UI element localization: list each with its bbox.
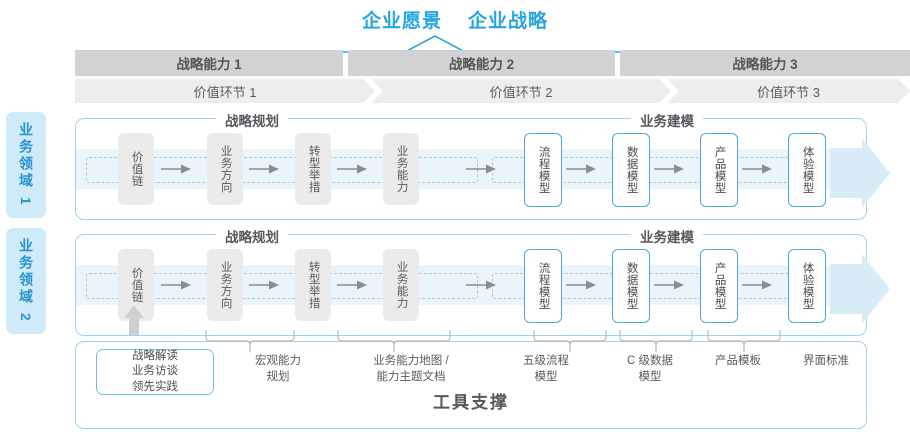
node-business-direction-2[interactable]: 业务方向 <box>207 249 243 321</box>
node-value-chain-2[interactable]: 价值链 <box>118 249 154 321</box>
enterprise-vision-title: 企业愿景 <box>361 10 442 32</box>
row-2-dashed-end <box>832 273 862 299</box>
flow-arrow-icon <box>249 280 279 290</box>
value-link-bar: 价值环节 1 价值环节 2 价值环节 3 <box>75 79 910 103</box>
domain-tab-2[interactable]: 业务领域 2 <box>6 228 46 334</box>
node-transformation-measures-2[interactable]: 转型举措 <box>295 249 331 321</box>
capability-segment-3[interactable]: 战略能力 3 <box>620 50 910 76</box>
flow-arrow-icon <box>654 164 684 174</box>
node-business-direction-1[interactable]: 业务方向 <box>207 133 243 205</box>
domain-row-2: 战略规划 业务建模 价值链 业务方向 转型举措 业务能力 流程模型 数据模型 产… <box>75 226 867 336</box>
node-data-model-1[interactable]: 数据模型 <box>612 133 650 207</box>
node-business-capability-1[interactable]: 业务能力 <box>383 133 419 205</box>
flow-arrow-icon <box>566 164 596 174</box>
row-2-section-strategic-planning: 战略规划 <box>216 226 288 246</box>
node-business-capability-2[interactable]: 业务能力 <box>383 249 419 321</box>
flow-arrow-icon <box>742 164 772 174</box>
row-1-section-business-modeling: 业务建模 <box>631 110 703 130</box>
node-experience-model-2[interactable]: 体验模型 <box>788 249 826 323</box>
tool-chip-strategy-inputs[interactable]: 战略解读 业务访谈 领先实践 <box>96 349 214 395</box>
tool-support-box: 工具支撑 战略解读 业务访谈 领先实践 宏观能力 规划 业务能力地图 / 能力主… <box>75 341 867 429</box>
row-2-dashed-start <box>86 273 122 299</box>
strategic-capability-bar: 战略能力 1 战略能力 2 战略能力 3 <box>75 50 910 76</box>
row-1-dashed-end <box>832 157 862 183</box>
header-titles: 企业愿景 企业战略 <box>0 4 910 34</box>
value-link-segment-3[interactable]: 价值环节 3 <box>667 79 910 103</box>
node-process-model-1[interactable]: 流程模型 <box>524 133 562 207</box>
flow-arrow-icon <box>161 280 191 290</box>
node-product-model-2[interactable]: 产品模型 <box>700 249 738 323</box>
tool-support-title: 工具支撑 <box>433 393 509 412</box>
tool-label-c-level-data-model: C 级数据 模型 <box>627 355 673 383</box>
node-value-chain-1[interactable]: 价值链 <box>118 133 154 205</box>
node-product-model-1[interactable]: 产品模型 <box>700 133 738 207</box>
flow-arrow-icon <box>654 280 684 290</box>
flow-arrow-icon <box>337 164 367 174</box>
node-process-model-2[interactable]: 流程模型 <box>524 249 562 323</box>
row-1-dashed-start <box>86 157 122 183</box>
row-2-section-business-modeling: 业务建模 <box>631 226 703 246</box>
tool-label-interface-standard: 界面标准 <box>803 355 849 367</box>
row-1-section-strategic-planning: 战略规划 <box>216 110 288 130</box>
domain-row-1: 战略规划 业务建模 价值链 业务方向 转型举措 业务能力 流程模型 数据模型 产… <box>75 110 867 220</box>
tool-label-capability-map: 业务能力地图 / 能力主题文档 <box>373 355 449 383</box>
flow-arrow-icon <box>466 280 496 290</box>
node-data-model-2[interactable]: 数据模型 <box>612 249 650 323</box>
domain-tab-2-label: 业务领域 2 <box>18 238 34 324</box>
flow-arrow-icon <box>161 164 191 174</box>
tool-label-macro-capability-planning: 宏观能力 规划 <box>255 355 301 383</box>
flow-arrow-icon <box>742 280 772 290</box>
flow-arrow-icon <box>337 280 367 290</box>
capability-segment-1[interactable]: 战略能力 1 <box>75 50 343 76</box>
node-transformation-measures-1[interactable]: 转型举措 <box>295 133 331 205</box>
domain-tab-1-label: 业务领域 1 <box>18 122 34 208</box>
domain-tab-1[interactable]: 业务领域 1 <box>6 112 46 218</box>
flow-arrow-icon <box>466 164 496 174</box>
flow-arrow-icon <box>566 280 596 290</box>
enterprise-strategy-title: 企业战略 <box>468 10 549 32</box>
flow-arrow-icon <box>249 164 279 174</box>
value-link-segment-2[interactable]: 价值环节 2 <box>371 79 671 103</box>
value-link-segment-1[interactable]: 价值环节 1 <box>75 79 375 103</box>
capability-segment-2[interactable]: 战略能力 2 <box>348 50 615 76</box>
tool-label-five-level-process-model: 五级流程 模型 <box>523 355 569 383</box>
tool-label-product-template: 产品模板 <box>715 355 761 367</box>
node-experience-model-1[interactable]: 体验模型 <box>788 133 826 207</box>
